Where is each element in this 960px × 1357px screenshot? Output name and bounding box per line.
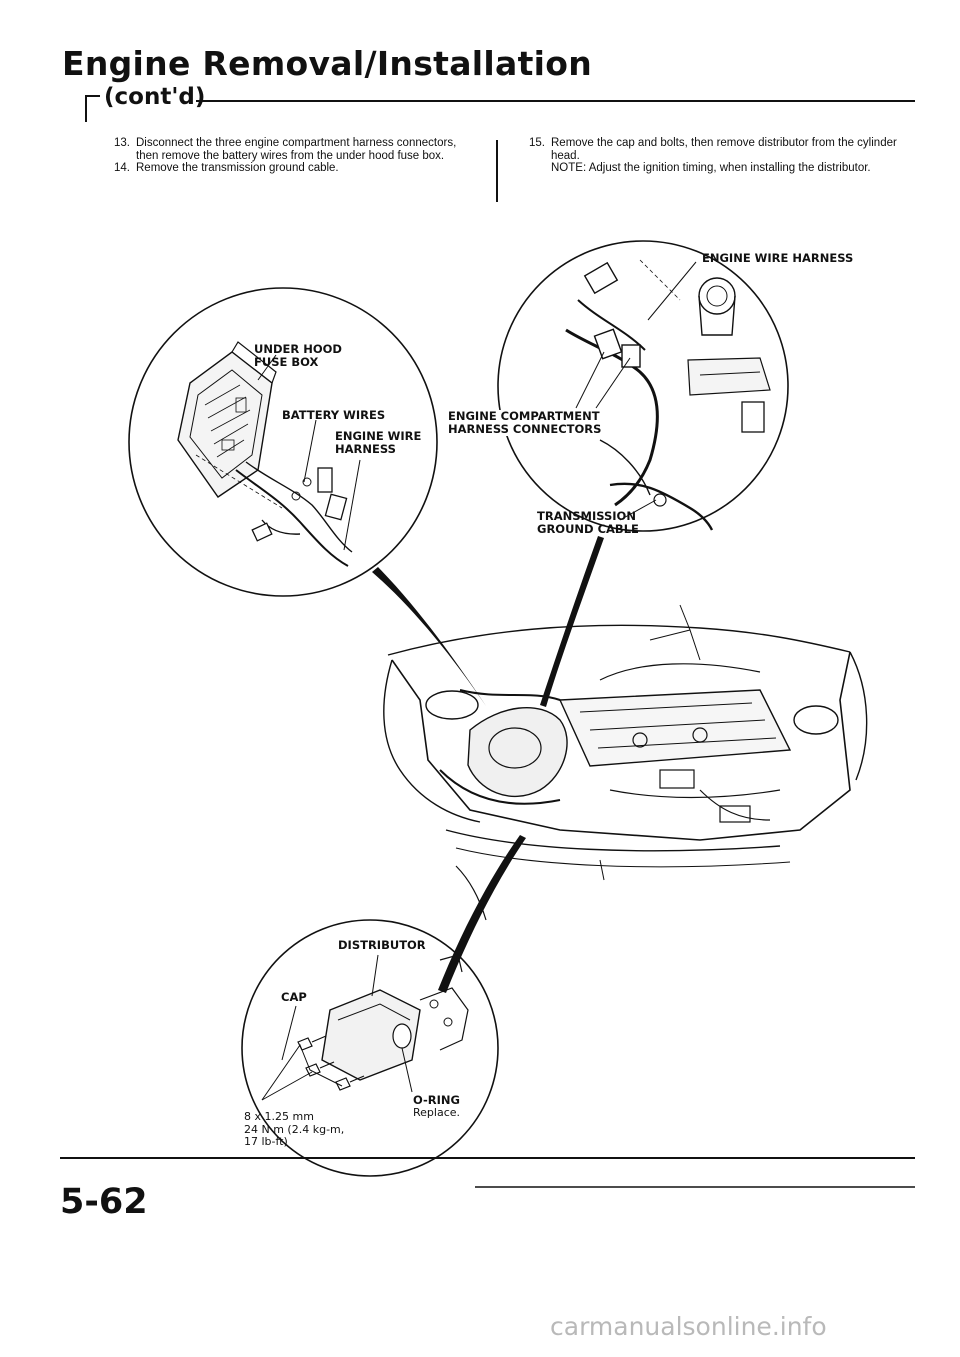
label-bolt-spec: 8 x 1.25 mm 24 N·m (2.4 kg-m, 17 lb-ft) bbox=[244, 1110, 345, 1148]
fuse-box-inset-illustration bbox=[128, 287, 438, 597]
label-engine-wire-harness-top: ENGINE WIRE HARNESS bbox=[702, 251, 854, 265]
callout-wedge-harness bbox=[540, 536, 604, 707]
list-item: 13. Disconnect the three engine compartm… bbox=[100, 137, 478, 162]
engine-harness-inset-illustration bbox=[497, 240, 789, 532]
distributor-inset-illustration bbox=[241, 919, 499, 1177]
step-number: 15. bbox=[529, 137, 545, 149]
label-battery-wires: BATTERY WIRES bbox=[282, 408, 386, 422]
label-distributor: DISTRIBUTOR bbox=[338, 938, 426, 952]
header-bracket bbox=[85, 95, 100, 122]
label-o-ring: O-RING Replace. bbox=[413, 1093, 461, 1119]
label-under-hood-fuse-box: UNDER HOOD FUSE BOX bbox=[254, 342, 342, 369]
step-number: 14. bbox=[114, 162, 130, 174]
step-text: Remove the transmission ground cable. bbox=[136, 162, 339, 174]
step-note: NOTE: Adjust the ignition timing, when i… bbox=[551, 162, 871, 174]
list-item: 14. Remove the transmission ground cable… bbox=[100, 162, 478, 175]
step-text: Disconnect the three engine compartment … bbox=[136, 137, 457, 162]
list-item: 15. Remove the cap and bolts, then remov… bbox=[515, 137, 910, 175]
callout-wedge-distributor bbox=[438, 835, 526, 993]
steps-left-column: 13. Disconnect the three engine compartm… bbox=[100, 137, 478, 175]
callout-wedge-fuse bbox=[372, 567, 486, 706]
label-compartment-harness-connectors: ENGINE COMPARTMENT HARNESS CONNECTORS bbox=[446, 409, 604, 436]
engine-bay-illustration bbox=[383, 604, 868, 921]
step-text: Remove the cap and bolts, then remove di… bbox=[551, 137, 897, 162]
step-number: 13. bbox=[114, 137, 130, 149]
label-transmission-ground-cable: TRANSMISSION GROUND CABLE bbox=[537, 509, 639, 536]
page-subtitle: (cont'd) bbox=[104, 84, 206, 110]
steps-right-column: 15. Remove the cap and bolts, then remov… bbox=[515, 137, 910, 175]
label-engine-wire-harness: ENGINE WIRE HARNESS bbox=[335, 429, 422, 456]
page-title: Engine Removal/Installation bbox=[62, 44, 593, 83]
watermark: carmanualsonline.info bbox=[550, 1312, 827, 1341]
page-number: 5-62 bbox=[60, 1182, 148, 1222]
label-cap: CAP bbox=[281, 990, 307, 1004]
